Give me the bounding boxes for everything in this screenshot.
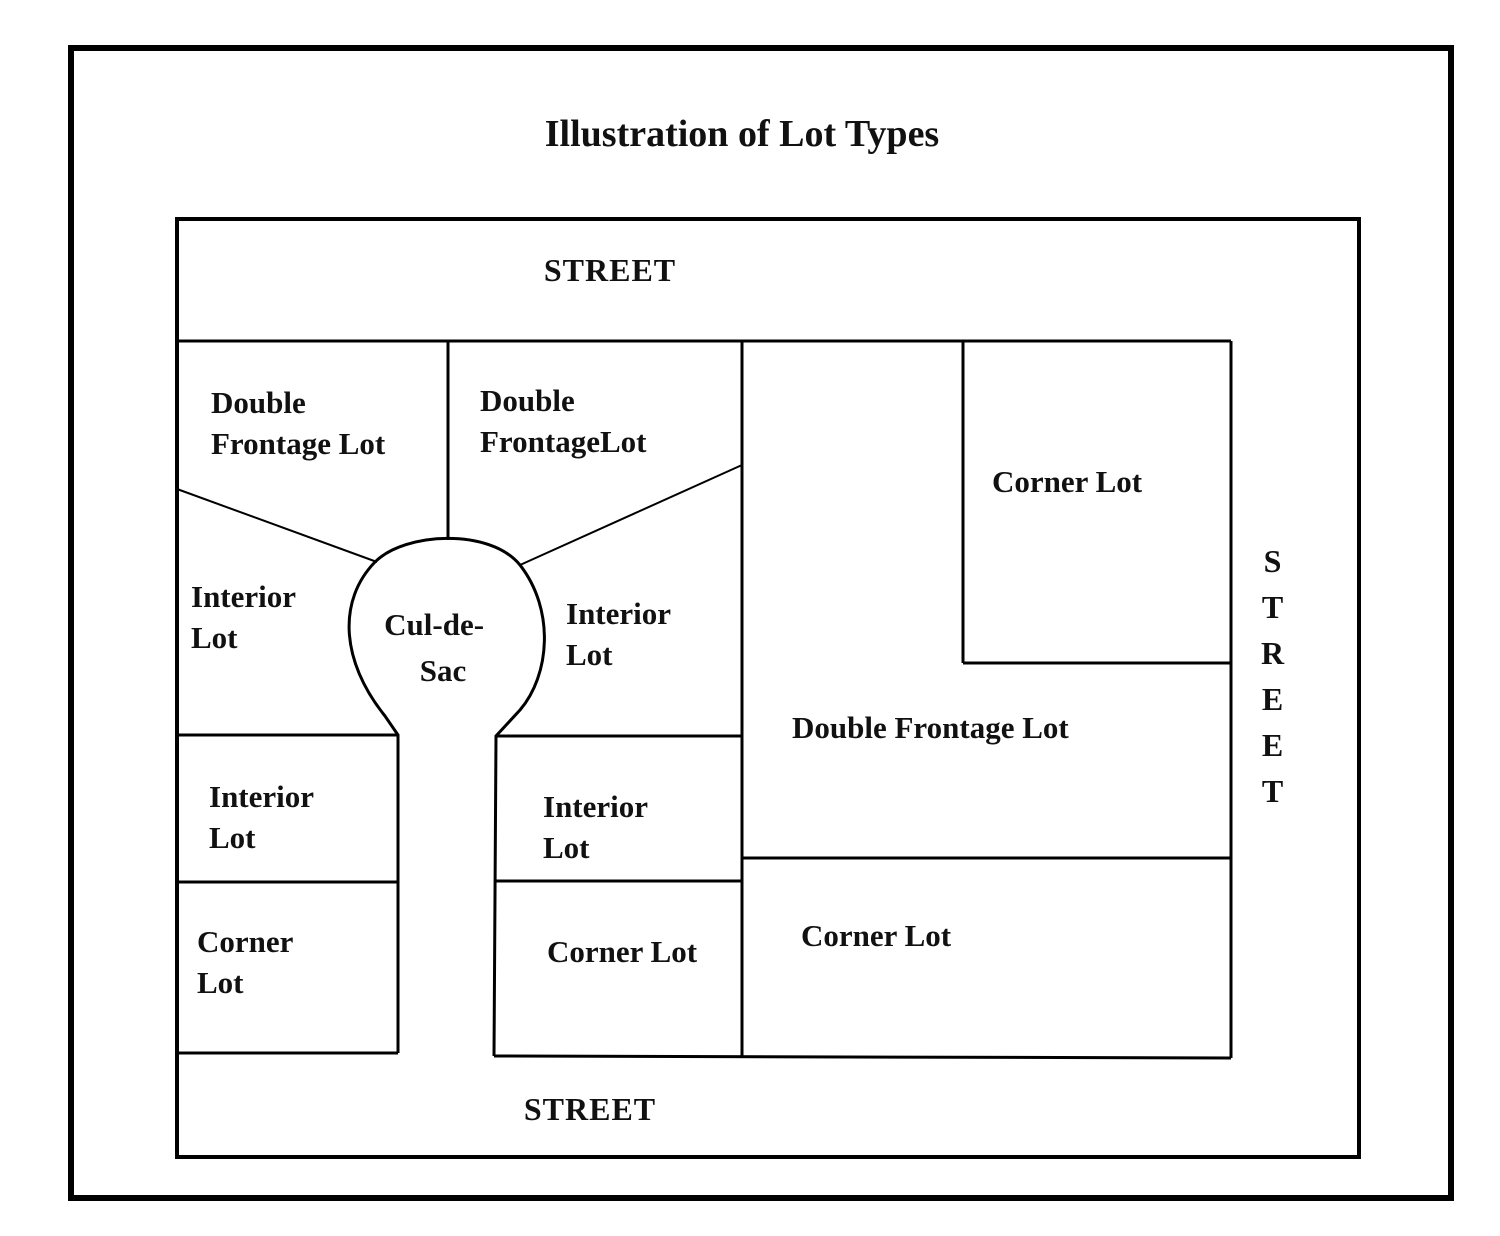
block-edges	[177, 339, 1233, 1060]
outer-frame	[68, 45, 1454, 1201]
lot-label-double-frontage-right: Double Frontage Lot	[792, 710, 1069, 745]
street-letter: T	[1262, 589, 1284, 625]
cul-de-sac-label: Cul-de- Sac	[384, 607, 492, 688]
cul-de-sac-outline	[347, 536, 546, 1057]
street-label-top: STREET	[544, 252, 676, 288]
lot-label-double-frontage-2: Double FrontageLot	[480, 383, 647, 459]
lot-label-corner-bottom-right: Corner Lot	[801, 918, 952, 953]
lot-label-interior-left-upper: Interior Lot	[191, 579, 303, 655]
street-letter: S	[1264, 543, 1283, 579]
lot-label-corner-middle: Corner Lot	[547, 934, 698, 969]
lot-label-interior-left-lower: Interior Lot	[209, 779, 321, 855]
lot-label-interior-right-lower: Interior Lot	[543, 789, 655, 865]
street-letter: E	[1262, 681, 1284, 717]
lot-label-corner-top-right: Corner Lot	[992, 464, 1143, 499]
street-label-right: S T R E E T	[1261, 543, 1285, 809]
lot-label-interior-right-upper: Interior Lot	[566, 596, 678, 672]
street-boundary	[175, 217, 1361, 1159]
lot-label-corner-left: Corner Lot	[197, 924, 301, 1000]
street-letter: T	[1262, 773, 1284, 809]
street-letter: E	[1262, 727, 1284, 763]
lot-lines	[176, 341, 1231, 1056]
street-letter: R	[1261, 635, 1285, 671]
diagram-title: Illustration of Lot Types	[545, 113, 939, 155]
street-label-bottom: STREET	[524, 1091, 656, 1127]
lot-label-double-frontage-1: Double Frontage Lot	[211, 385, 386, 461]
